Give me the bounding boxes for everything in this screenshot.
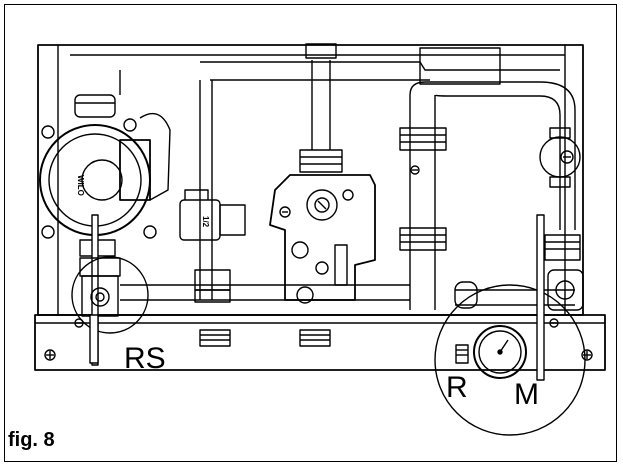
rm-detail-circle [434, 214, 586, 436]
callout-rs: RS [124, 342, 166, 375]
rs-detail-circle [71, 256, 149, 364]
pressure-gauge [473, 325, 527, 379]
frame-screw-mid-right [549, 318, 559, 328]
callout-m: M [514, 378, 539, 411]
pipe-center-vertical [299, 43, 343, 173]
circulation-pump [39, 94, 171, 366]
gas-valve [269, 174, 376, 304]
frame-screw-left [44, 349, 56, 361]
right-pipe-screw [410, 165, 420, 175]
callout-r: R [446, 371, 468, 404]
pipe-right-vertical [399, 81, 576, 310]
frame-screw-right [581, 349, 593, 361]
boiler-casing [34, 44, 606, 371]
air-vent [539, 127, 581, 188]
ball-valve [179, 189, 246, 241]
valve-size-label: 1/2 [201, 216, 210, 228]
pump-brand-label: WILO [76, 175, 85, 196]
lower-connections [120, 269, 410, 347]
top-manifold [70, 47, 565, 95]
figure-caption: fig. 8 [8, 429, 55, 451]
frame-screw-mid-left [74, 318, 84, 328]
